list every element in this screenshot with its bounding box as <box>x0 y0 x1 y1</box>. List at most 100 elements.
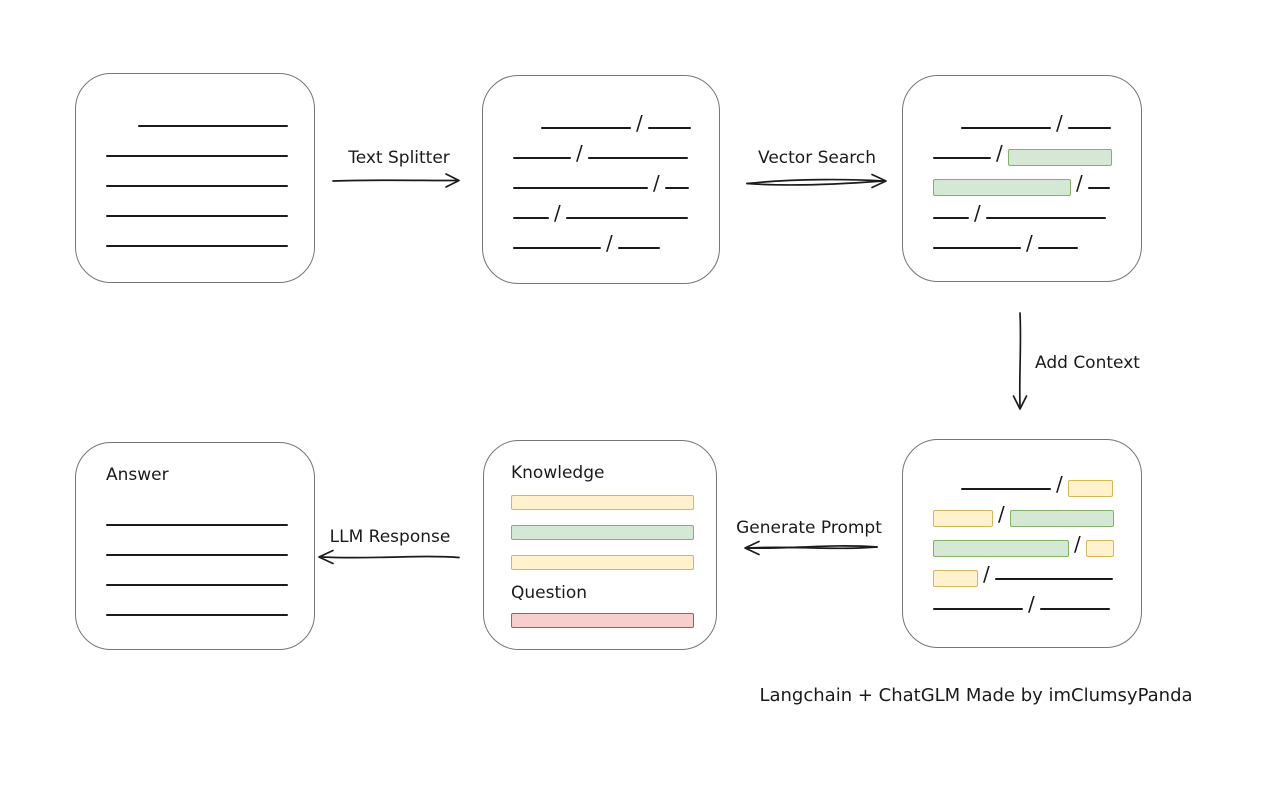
knowledge-bar-green <box>511 525 694 540</box>
green-highlight-chunk <box>933 178 1071 196</box>
text-row <box>106 196 314 226</box>
question-bar-red <box>511 613 694 628</box>
text-line <box>106 185 288 187</box>
knowledge-bars <box>511 495 694 585</box>
text-row <box>106 565 288 595</box>
text-row: / <box>513 138 719 168</box>
text-row: / <box>933 589 1141 619</box>
yellow-highlight-chunk <box>933 509 993 527</box>
text-line <box>106 614 288 616</box>
yellow-highlight-chunk <box>1067 479 1113 497</box>
context-box: / / / / / <box>902 439 1142 648</box>
text-line <box>106 554 288 556</box>
text-row: / <box>933 559 1141 589</box>
text-row: / <box>933 469 1141 499</box>
text-line <box>664 187 689 189</box>
slash-separator: / <box>653 171 660 195</box>
text-row: / <box>513 168 719 198</box>
question-label: Question <box>511 583 588 603</box>
llm-response-arrow <box>318 549 460 565</box>
text-line <box>513 157 571 159</box>
text-row: / <box>513 228 719 258</box>
green-highlight-chunk <box>933 539 1069 557</box>
prompt-box: Knowledge Question <box>483 440 717 650</box>
text-row: / <box>933 168 1141 198</box>
question-bars <box>511 613 694 643</box>
knowledge-label: Knowledge <box>511 463 605 483</box>
text-row <box>106 136 314 166</box>
slash-separator: / <box>576 141 583 165</box>
slash-separator: / <box>1074 532 1081 556</box>
text-row: / <box>933 529 1141 559</box>
text-row <box>106 595 288 625</box>
source-document-box <box>75 73 315 283</box>
text-line <box>106 584 288 586</box>
slash-separator: / <box>1056 111 1063 135</box>
text-line <box>513 247 601 249</box>
slash-separator: / <box>998 502 1005 526</box>
answer-lines <box>106 505 288 625</box>
knowledge-bar-yellow <box>511 555 694 570</box>
text-row <box>106 505 288 535</box>
knowledge-bar-yellow <box>511 495 694 510</box>
slash-separator: / <box>1056 472 1063 496</box>
text-row <box>106 166 314 196</box>
green-highlight-chunk <box>1009 509 1114 527</box>
text-line <box>106 245 288 247</box>
text-row: / <box>933 228 1141 258</box>
green-highlight-chunk <box>1007 148 1112 166</box>
text-line <box>961 127 1051 129</box>
text-line <box>513 217 549 219</box>
yellow-highlight-chunk <box>1085 539 1114 557</box>
text-line <box>933 608 1023 610</box>
diagram-caption: Langchain + ChatGLM Made by imClumsyPand… <box>759 685 1193 706</box>
text-row: / <box>933 108 1141 138</box>
text-row: / <box>933 499 1141 529</box>
search-result-box: ///// <box>902 75 1142 282</box>
text-line <box>541 127 631 129</box>
text-line <box>933 217 969 219</box>
slash-separator: / <box>1026 231 1033 255</box>
text-row: / <box>513 108 719 138</box>
text-splitter-label: Text Splitter <box>348 148 450 168</box>
slash-separator: / <box>636 111 643 135</box>
slash-separator: / <box>1028 592 1035 616</box>
text-line <box>933 157 991 159</box>
text-row <box>106 535 288 565</box>
text-line <box>106 215 288 217</box>
text-line <box>1039 608 1110 610</box>
text-line <box>647 127 691 129</box>
text-line <box>106 155 288 157</box>
slash-separator: / <box>554 201 561 225</box>
slash-separator: / <box>606 231 613 255</box>
add-context-label: Add Context <box>1035 353 1140 373</box>
text-line <box>138 125 288 127</box>
text-row <box>106 226 314 256</box>
llm-response-label: LLM Response <box>329 527 451 547</box>
slash-separator: / <box>983 562 990 586</box>
text-line <box>961 488 1051 490</box>
text-line <box>565 217 688 219</box>
answer-label: Answer <box>106 465 169 485</box>
text-line <box>513 187 648 189</box>
vector-search-arrow <box>746 173 887 189</box>
split-text-box: / / / / / <box>482 75 720 284</box>
generate-prompt-arrow <box>744 540 878 556</box>
vector-search-label: Vector Search <box>758 148 876 168</box>
text-line <box>617 247 660 249</box>
text-row: / <box>933 138 1141 168</box>
text-line <box>1037 247 1078 249</box>
text-row <box>106 106 314 136</box>
add-context-arrow <box>1012 312 1028 410</box>
answer-box: Answer <box>75 442 315 650</box>
text-line <box>1087 187 1110 189</box>
yellow-highlight-chunk <box>933 569 978 587</box>
text-line <box>933 247 1021 249</box>
text-line <box>1067 127 1111 129</box>
slash-separator: / <box>996 141 1003 165</box>
text-line <box>994 578 1113 580</box>
text-row: / <box>933 198 1141 228</box>
text-splitter-arrow <box>332 173 460 188</box>
text-line <box>985 217 1106 219</box>
